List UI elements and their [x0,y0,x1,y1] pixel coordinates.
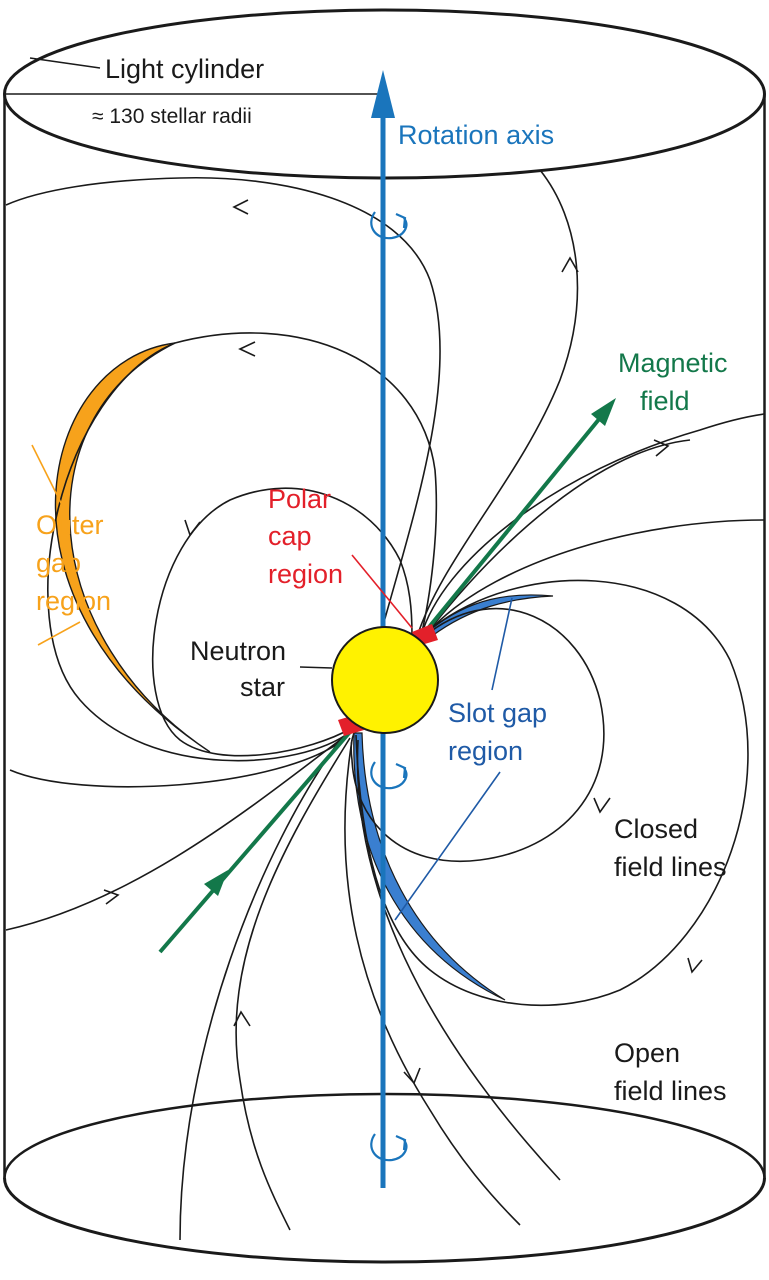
closed-field-lines-label-line2: field lines [614,852,727,882]
slot-gap-region-lower [353,732,506,1001]
field-arrow-2 [238,341,256,357]
leader-lines [31,444,513,921]
open-field-line-lower-4 [179,739,341,1241]
magnetic-field-label-line1: Magnetic [618,348,728,378]
rotation-curl-1-head [395,212,407,229]
outer-gap-label-line1: Outer [36,510,104,540]
open-field-line-lower-1 [5,733,349,931]
rotation-curl-2 [370,761,408,790]
closed-field-line-left-medium [47,332,438,762]
slot-gap-label-line1: Slot gap [448,698,547,728]
field-arrow-3 [184,519,201,537]
outer-gap-leader-1 [31,444,63,506]
open-field-line-lower-3 [344,739,521,1226]
neutron-star [331,626,439,734]
neutron-star-label-line2: star [240,672,285,702]
rotation-curl-3-head [395,1134,407,1151]
outer-gap-region [54,342,211,753]
slot-gap-label-line2: region [448,736,523,766]
closed-field-lines-label-line1: Closed [614,814,698,844]
open-field-lines-label-line2: field lines [614,1076,727,1106]
rotation-curl-2-head [395,762,407,779]
field-arrow-6 [593,797,611,814]
labels: Light cylinder ≈ 130 stellar radii Rotat… [36,54,728,1106]
magnetic-axis-upper-arrowhead [591,398,616,426]
field-arrow-4 [561,256,579,273]
open-field-line-upper-2 [433,519,765,627]
field-arrow-9 [233,1010,251,1027]
magnetic-axis-upper [423,416,602,634]
field-arrow-8 [103,889,120,905]
open-field-line-upper-1 [415,169,579,641]
light-cylinder-bottom-front-arc [3,1177,766,1264]
outer-gap-label-line2: gap [36,548,81,578]
magnetic-field-axis [158,398,616,954]
field-lines [5,169,765,1241]
field-arrow-10 [403,1067,421,1085]
closed-field-line-right-small [350,607,605,863]
polar-cap-label-line2: cap [268,521,312,551]
slot-gap-leader-2 [394,771,501,921]
rotation-curl-1 [370,211,408,240]
open-field-line-lower-2 [235,737,351,1231]
rotation-curl-3 [370,1133,408,1162]
neutron-star-label-line1: Neutron [190,636,286,666]
magnetic-axis-lower-arrowhead [204,870,228,896]
outer-gap-label-line3: region [36,586,111,616]
light-cylinder-leader [29,57,101,69]
magnetic-field-label-line2: field [640,386,690,416]
rotation-axis-label: Rotation axis [398,120,554,150]
slot-gap-leader-1 [491,597,513,691]
field-arrow-7 [687,957,703,974]
open-field-lines-label-line1: Open [614,1038,680,1068]
closed-field-line-left-large [5,176,441,788]
field-arrow-1 [232,199,249,215]
polar-cap-label-line1: Polar [268,484,331,514]
field-arrow-5 [653,439,670,457]
slot-gap-region-upper [429,594,554,637]
magnetic-axis-lower [158,730,352,954]
closed-field-line-right-large [419,413,765,641]
closed-field-line-right-medium [355,579,749,1007]
neutron-star-leader [299,666,333,669]
outer-gap-leader-2 [37,621,81,646]
light-cylinder-label: Light cylinder [105,54,264,84]
polar-cap-label-line3: region [268,559,343,589]
polar-cap-leader [351,554,413,629]
rotation-axis-arrowhead [371,70,395,118]
open-field-line-upper-3 [427,439,691,633]
stellar-radii-label: ≈ 130 stellar radii [92,105,252,128]
open-field-line-lower-5 [356,739,561,1181]
